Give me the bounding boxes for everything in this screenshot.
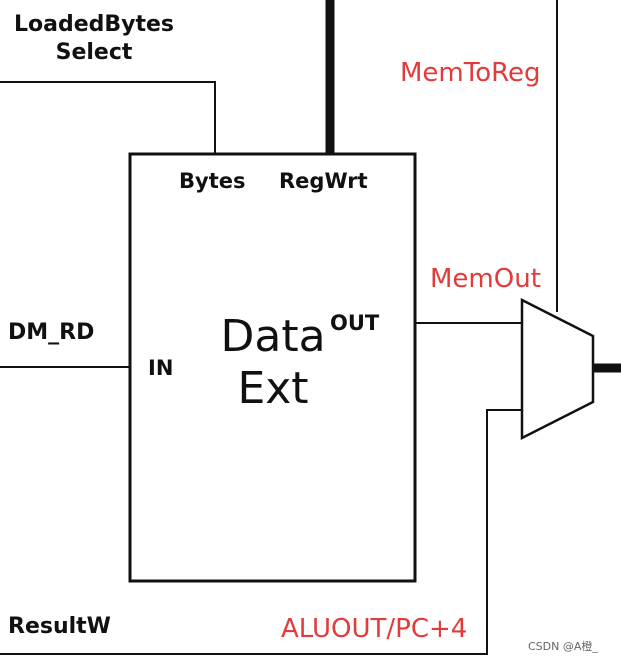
memtoreg-label: MemToReg xyxy=(400,58,541,88)
loaded-bytes-select-label: LoadedBytes Select xyxy=(8,14,180,64)
memout-label: MemOut xyxy=(430,264,541,294)
port-out-label: OUT xyxy=(330,311,380,335)
loaded-bytes-label-line2: Select xyxy=(55,40,133,65)
data-ext-module xyxy=(128,152,417,583)
port-regwrt-label: RegWrt xyxy=(279,169,368,193)
module-title: Data Ext xyxy=(198,311,348,415)
dm-rd-label: DM_RD xyxy=(8,320,95,345)
mux-shape xyxy=(520,297,595,441)
result-w-label: ResultW xyxy=(8,614,111,639)
port-bytes-label: Bytes xyxy=(179,169,246,193)
loaded-bytes-label-line1: LoadedBytes xyxy=(13,12,175,37)
loaded-bytes-select-wire xyxy=(0,81,216,154)
aluout-pc4-wire xyxy=(0,409,522,655)
port-in-label: IN xyxy=(148,356,174,380)
module-title-line2: Ext xyxy=(237,363,309,415)
watermark-text: CSDN @A橙_ xyxy=(528,640,598,653)
aluout-pc4-label: ALUOUT/PC+4 xyxy=(281,614,468,644)
module-title-line1: Data xyxy=(220,311,326,362)
